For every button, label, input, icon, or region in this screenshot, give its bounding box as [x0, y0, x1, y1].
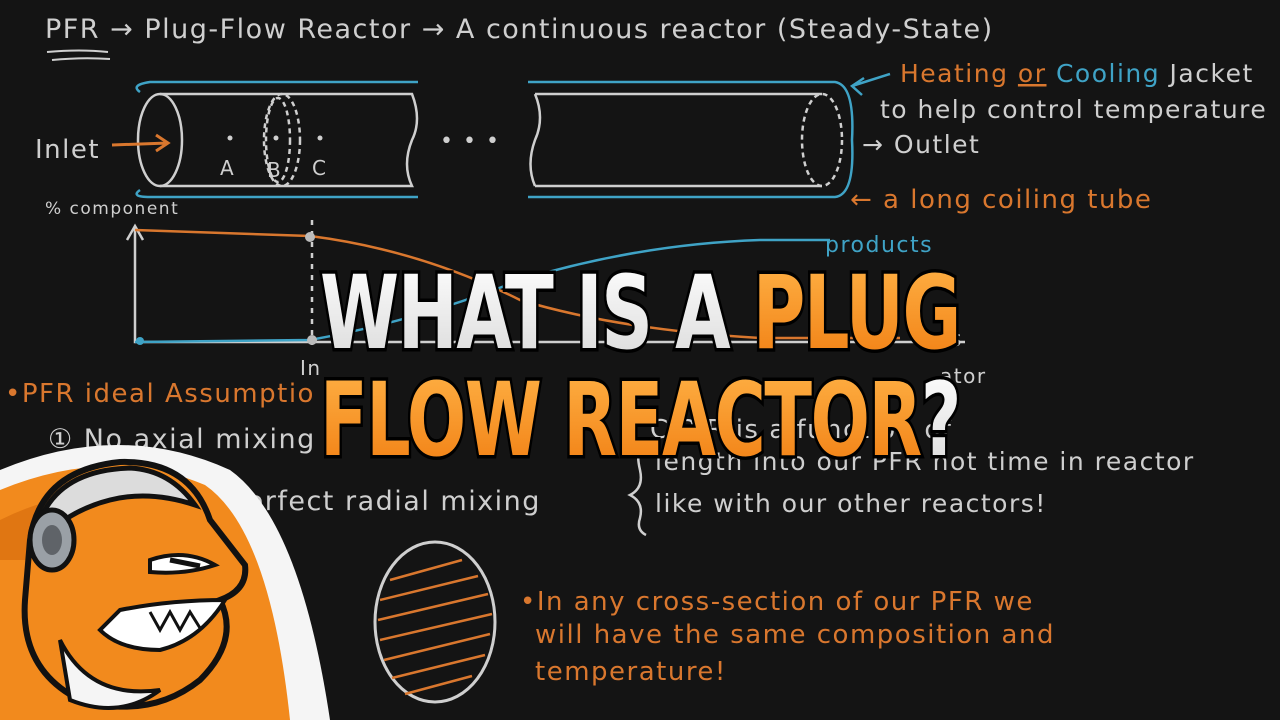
jacket-or: or: [1018, 59, 1047, 88]
point-b-label: B: [267, 158, 282, 182]
assumption-2: perfect radial mixing: [228, 486, 541, 517]
jacket-note-line1: Heating or Cooling Jacket: [900, 59, 1254, 88]
point-b-dot: [273, 135, 279, 141]
reactor-tube-right: [529, 92, 844, 188]
composition-line3: like with our other reactors!: [655, 489, 1047, 518]
jacket-note-line2: to help control temperature: [880, 95, 1267, 124]
reactant-curve: [134, 228, 900, 340]
point-c-label: C: [312, 156, 327, 180]
plot-dot-origin: [136, 337, 144, 345]
y-axis-label: % component: [45, 199, 179, 219]
fox-mascot-icon: [21, 458, 249, 710]
composition-line1: C P R is a function of: [650, 415, 952, 445]
jacket-right: [528, 80, 854, 199]
point-c-dot: [317, 135, 323, 141]
outlet-label: → Outlet: [862, 130, 980, 159]
jacket-word: Jacket: [1160, 59, 1254, 88]
tube-note: ← a long coiling tube: [850, 185, 1152, 215]
point-a-label: A: [220, 156, 235, 180]
assumptions-title: •PFR ideal Assumptio: [5, 379, 315, 409]
point-a-dot: [227, 135, 233, 141]
cross-section-line2: will have the same composition and: [535, 620, 1055, 650]
jacket-arrow-icon: [849, 72, 891, 96]
reactants-label-partial: s: [950, 327, 963, 352]
jacket-left: [135, 80, 418, 199]
cross-section-disc: [373, 540, 497, 704]
plot-dot-bottom: [307, 335, 317, 345]
cross-section-line3: temperature!: [535, 657, 727, 687]
product-curve: [134, 238, 830, 344]
ellipsis-text: • • •: [440, 129, 500, 154]
x-axis-label-partial-1: In: [300, 356, 322, 380]
reactor-tube-left: [136, 92, 419, 188]
cross-section-line1: •In any cross-section of our PFR we: [520, 587, 1034, 617]
inlet-arrow-icon: [111, 133, 171, 153]
jacket-cooling: Cooling: [1047, 59, 1161, 88]
inlet-label: Inlet: [35, 135, 100, 165]
plot-dot-top: [305, 232, 315, 242]
brace: [627, 438, 649, 537]
x-axis-label-partial-2: ator: [940, 364, 987, 388]
heading-text: PFR → Plug-Flow Reactor → A continuous r…: [45, 14, 994, 45]
heading-underline: [46, 49, 111, 61]
products-label: products: [825, 233, 933, 258]
jacket-heating: Heating: [900, 59, 1018, 88]
composition-line2: length into our PFR not time in reactor: [655, 447, 1195, 476]
